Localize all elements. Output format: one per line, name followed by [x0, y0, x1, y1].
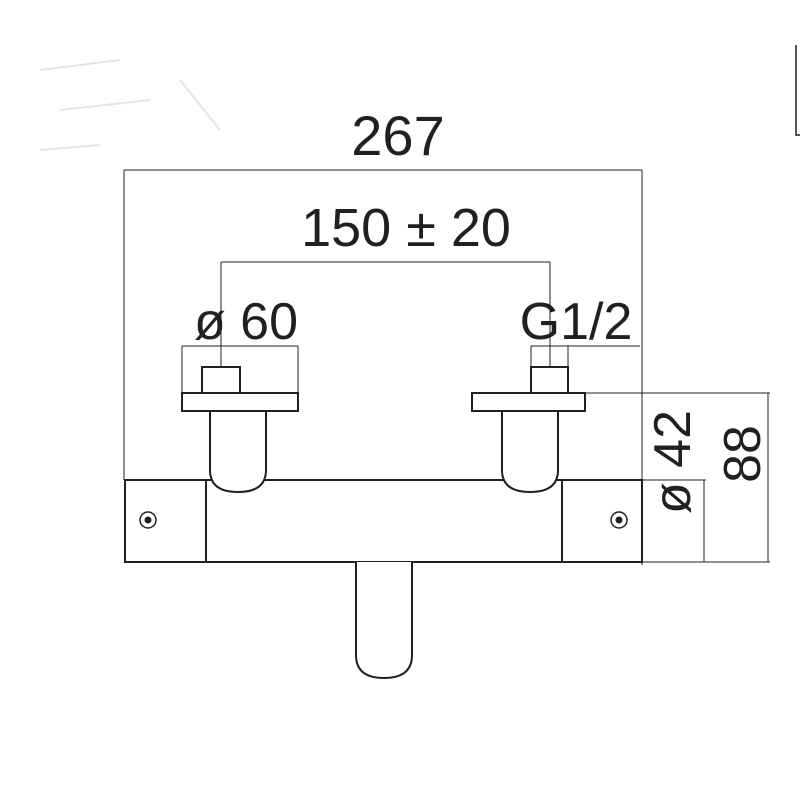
- mixer-body: [124, 366, 643, 680]
- background-artefacts: [39, 45, 800, 151]
- flange-diameter-label: ø 60: [194, 293, 298, 351]
- inlet-spacing-label: 150 ± 20: [301, 198, 511, 258]
- right-inlet: [471, 366, 586, 494]
- right-screw-icon: [610, 511, 628, 529]
- overall-depth-label: 88: [714, 425, 772, 483]
- outlet-spout: [355, 562, 413, 680]
- mixer-bar: [124, 479, 643, 563]
- thread-label: G1/2: [520, 293, 633, 351]
- overall-width-label: 267: [351, 104, 444, 167]
- left-screw-icon: [139, 511, 157, 529]
- left-inlet: [181, 366, 299, 494]
- body-diameter-label: ø 42: [644, 410, 702, 514]
